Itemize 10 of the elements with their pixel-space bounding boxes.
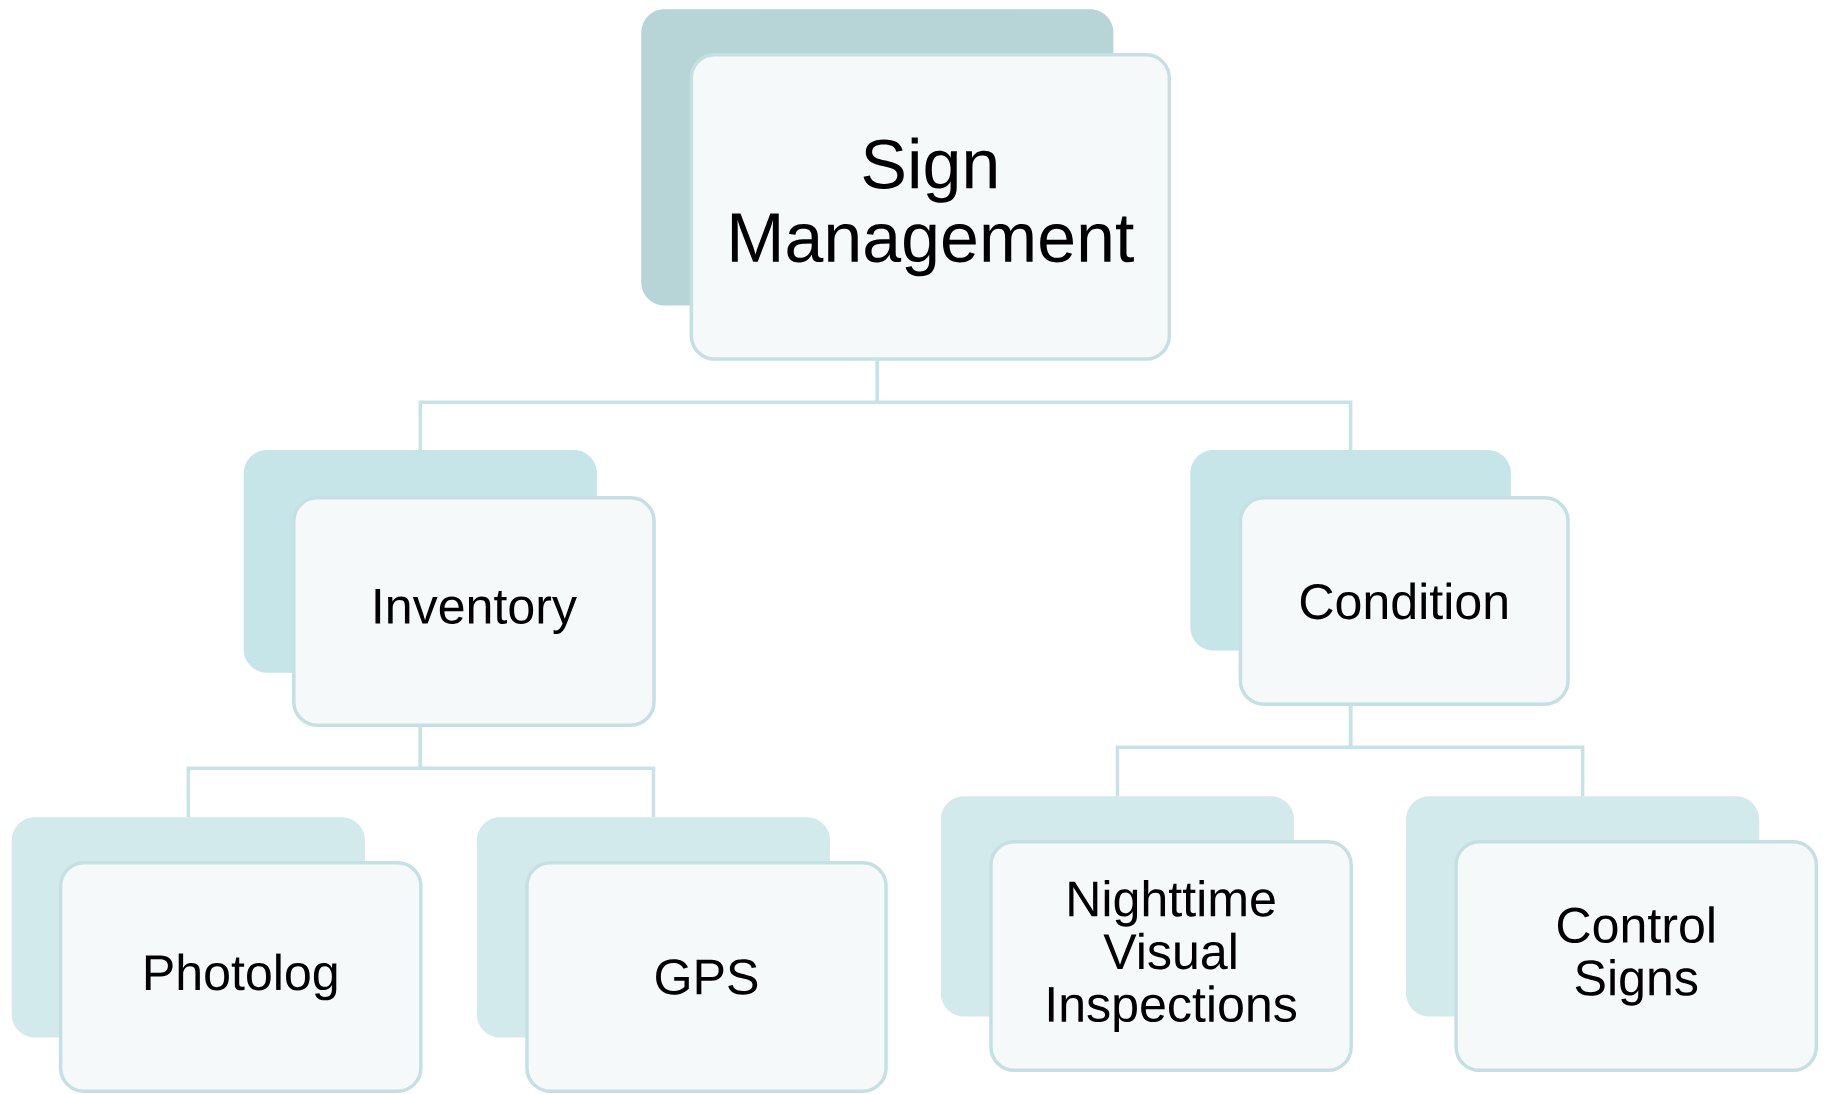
card-box: Control Signs — [1406, 796, 1819, 1073]
connector-line — [418, 725, 656, 818]
card-box: Photolog — [11, 817, 423, 1094]
card-box: Sign Management — [641, 9, 1172, 362]
connector-line — [1348, 704, 1585, 797]
card-box: GPS — [476, 817, 888, 1094]
card-box: Condition — [1190, 450, 1570, 707]
connector-line — [875, 359, 1353, 451]
card-box: Nighttime Visual Inspections — [940, 796, 1353, 1073]
card-box: Inventory — [243, 450, 656, 728]
